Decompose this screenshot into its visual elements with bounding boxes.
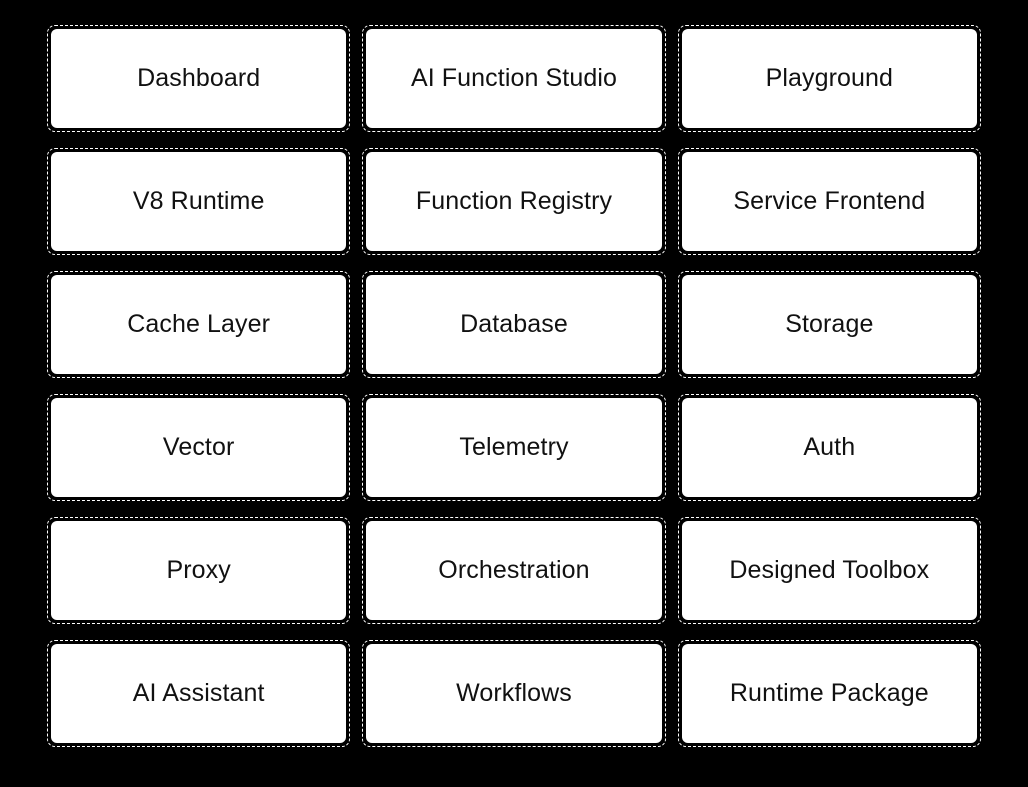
node-label: AI Assistant <box>132 679 265 708</box>
node-card-body: Telemetry <box>366 398 662 497</box>
node-label: Cache Layer <box>127 310 271 339</box>
node-label: V8 Runtime <box>132 187 265 216</box>
node-card-auth[interactable]: Auth <box>677 394 981 501</box>
node-card-body: Function Registry <box>366 152 662 251</box>
node-card-body: Playground <box>681 29 977 128</box>
node-card-workflows[interactable]: Workflows <box>362 640 666 747</box>
node-card-proxy[interactable]: Proxy <box>47 517 351 624</box>
node-label: Proxy <box>166 556 231 585</box>
node-label: Vector <box>162 433 235 462</box>
node-card-dashboard[interactable]: Dashboard <box>47 25 351 132</box>
node-card-playground[interactable]: Playground <box>677 25 981 132</box>
node-card-body: Proxy <box>51 521 347 620</box>
node-label: Orchestration <box>438 556 590 585</box>
node-label: Designed Toolbox <box>729 556 930 585</box>
node-card-designed-toolbox[interactable]: Designed Toolbox <box>677 517 981 624</box>
node-card-body: Database <box>366 275 662 374</box>
node-card-runtime-package[interactable]: Runtime Package <box>677 640 981 747</box>
node-card-ai-assistant[interactable]: AI Assistant <box>47 640 351 747</box>
node-grid: Dashboard AI Function Studio Playground … <box>47 25 981 747</box>
node-card-vector[interactable]: Vector <box>47 394 351 501</box>
node-card-ai-function-studio[interactable]: AI Function Studio <box>362 25 666 132</box>
node-card-body: AI Assistant <box>51 644 347 743</box>
node-card-database[interactable]: Database <box>362 271 666 378</box>
node-label: Workflows <box>456 679 572 708</box>
node-card-storage[interactable]: Storage <box>677 271 981 378</box>
node-card-body: Storage <box>681 275 977 374</box>
node-card-service-frontend[interactable]: Service Frontend <box>677 148 981 255</box>
node-label: AI Function Studio <box>410 64 618 93</box>
node-card-cache-layer[interactable]: Cache Layer <box>47 271 351 378</box>
node-label: Database <box>460 310 568 339</box>
node-label: Auth <box>803 433 856 462</box>
node-label: Storage <box>785 310 874 339</box>
node-card-body: Dashboard <box>51 29 347 128</box>
node-label: Dashboard <box>137 64 261 93</box>
node-card-body: V8 Runtime <box>51 152 347 251</box>
node-label: Service Frontend <box>733 187 926 216</box>
node-card-body: Service Frontend <box>681 152 977 251</box>
node-card-function-registry[interactable]: Function Registry <box>362 148 666 255</box>
node-card-body: Vector <box>51 398 347 497</box>
node-card-body: Auth <box>681 398 977 497</box>
node-label: Playground <box>765 64 894 93</box>
node-card-body: Workflows <box>366 644 662 743</box>
node-card-v8-runtime[interactable]: V8 Runtime <box>47 148 351 255</box>
node-card-body: AI Function Studio <box>366 29 662 128</box>
node-label: Telemetry <box>459 433 569 462</box>
node-card-orchestration[interactable]: Orchestration <box>362 517 666 624</box>
node-label: Function Registry <box>415 187 613 216</box>
node-label: Runtime Package <box>729 679 929 708</box>
node-card-body: Runtime Package <box>681 644 977 743</box>
node-card-telemetry[interactable]: Telemetry <box>362 394 666 501</box>
node-card-body: Orchestration <box>366 521 662 620</box>
node-card-body: Designed Toolbox <box>681 521 977 620</box>
node-card-body: Cache Layer <box>51 275 347 374</box>
